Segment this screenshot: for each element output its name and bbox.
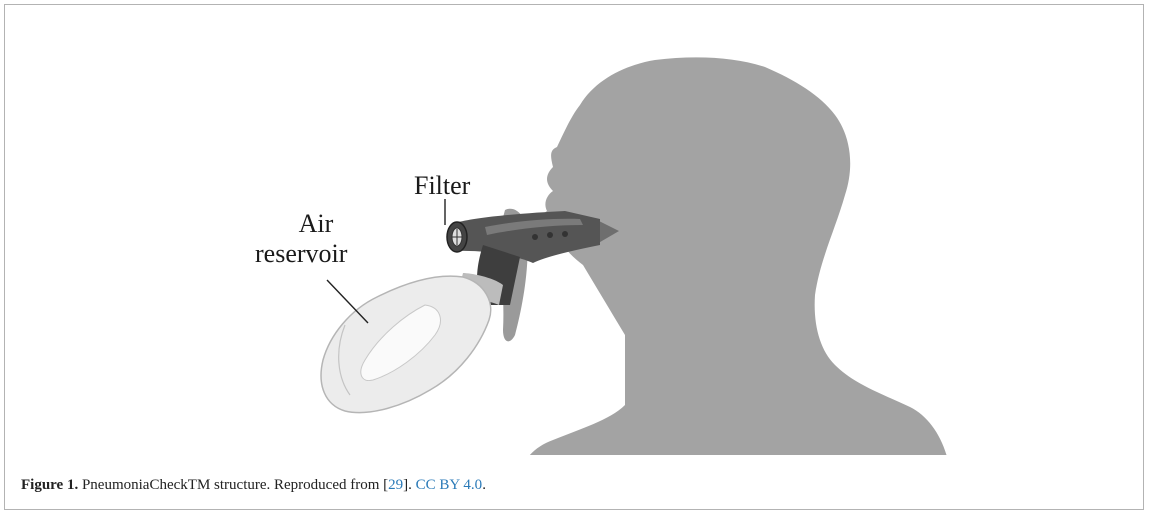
reservoir-label: reservoir	[255, 239, 347, 269]
license-link[interactable]: CC BY 4.0	[416, 477, 483, 493]
figure-caption: Figure 1. PneumoniaCheckTM structure. Re…	[21, 477, 486, 494]
figure-frame: Filter Air reservoir Figure 1. Pneumonia…	[4, 4, 1144, 510]
caption-text: PneumoniaCheckTM structure. Reproduced f…	[78, 477, 388, 493]
pneumoniacheck-illustration	[5, 5, 1145, 455]
reference-link[interactable]: 29	[388, 477, 403, 493]
device-dot	[532, 234, 538, 240]
reservoir-leader-line	[327, 280, 368, 323]
device-dot	[547, 232, 553, 238]
figure-number: Figure 1.	[21, 477, 78, 493]
caption-period: .	[482, 477, 486, 493]
caption-text-after-ref: ].	[403, 477, 416, 493]
filter-label: Filter	[414, 171, 470, 201]
air-label: Air	[266, 209, 366, 239]
person-silhouette	[513, 57, 955, 455]
device-dot	[562, 231, 568, 237]
